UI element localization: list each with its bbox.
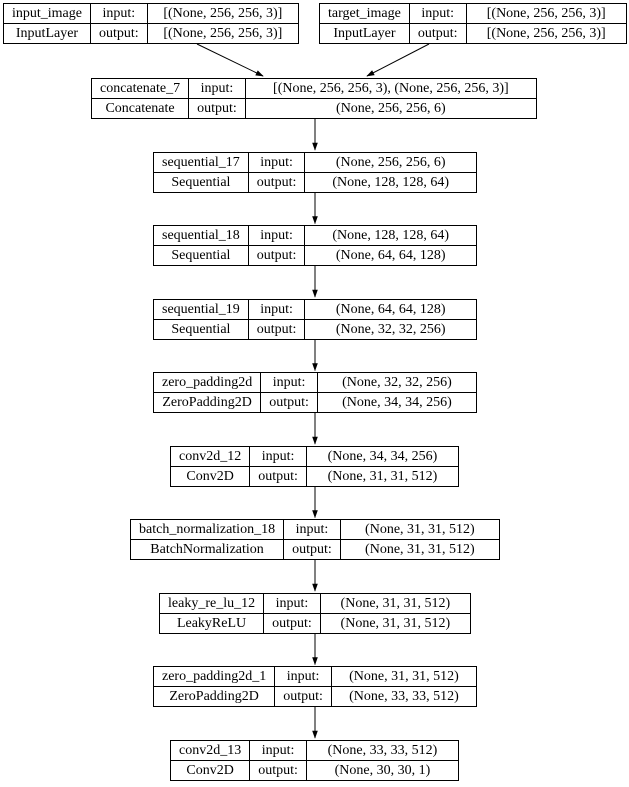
io-shape-input: (None, 31, 31, 512)	[331, 667, 476, 687]
layer-name: batch_normalization_18	[131, 520, 285, 540]
io-label-input: input:	[284, 520, 341, 540]
io-shape-input: (None, 256, 256, 6)	[305, 153, 476, 173]
io-label-output: output:	[249, 246, 306, 265]
io-label-output: output:	[275, 687, 332, 706]
io-shape-input: (None, 31, 31, 512)	[320, 594, 470, 614]
node-zero-padding2d-1: zero_padding2d_1 input: (None, 31, 31, 5…	[153, 666, 477, 707]
layer-name: zero_padding2d	[154, 373, 262, 393]
layer-type: ZeroPadding2D	[154, 687, 276, 706]
node-conv2d-13: conv2d_13 input: (None, 33, 33, 512) Con…	[170, 739, 459, 781]
layer-name: conv2d_12	[171, 446, 251, 467]
io-shape-output: (None, 64, 64, 128)	[335, 248, 446, 263]
io-label-output: output:	[410, 24, 467, 43]
layer-name: target_image	[320, 4, 410, 24]
io-label-input: input:	[189, 79, 246, 99]
layer-name: concatenate_7	[92, 79, 190, 99]
io-shape-output: (None, 34, 34, 256)	[342, 395, 452, 410]
layer-type: ZeroPadding2D	[154, 393, 262, 412]
layer-name: conv2d_13	[171, 740, 251, 761]
io-shape-input: (None, 128, 128, 64)	[305, 226, 476, 246]
io-shape-output: (None, 32, 32, 256)	[335, 321, 446, 337]
io-shape-output: [(None, 256, 256, 3)]	[486, 26, 606, 41]
layer-type: Conv2D	[171, 466, 251, 486]
node-sequential-17: sequential_17 input: (None, 256, 256, 6)…	[153, 151, 477, 193]
edge-input-image-to-concatenate	[196, 43, 264, 77]
node-sequential-18: sequential_18 input: (None, 128, 128, 64…	[153, 225, 477, 266]
io-label-output: output:	[250, 760, 307, 780]
node-target-image: target_image input: [(None, 256, 256, 3)…	[319, 3, 627, 44]
layer-type: InputLayer	[320, 24, 410, 43]
edge-target-image-to-concatenate	[366, 43, 430, 77]
layer-type: InputLayer	[4, 24, 91, 43]
io-label-input: input:	[248, 152, 306, 173]
io-label-output: output:	[249, 319, 306, 339]
layer-type: Sequential	[154, 172, 249, 192]
io-shape-output: (None, 256, 256, 6)	[336, 101, 446, 116]
io-shape-input: (None, 34, 34, 256)	[306, 447, 458, 467]
io-label-output: output:	[249, 172, 306, 192]
node-leaky-re-lu-12: leaky_re_lu_12 input: (None, 31, 31, 512…	[159, 592, 471, 634]
layer-type: Conv2D	[171, 760, 251, 780]
node-batch-normalization-18: batch_normalization_18 input: (None, 31,…	[130, 519, 500, 560]
io-label-input: input:	[409, 4, 467, 24]
node-conv2d-12: conv2d_12 input: (None, 34, 34, 256) Con…	[170, 445, 459, 487]
node-zero-padding2d: zero_padding2d input: (None, 32, 32, 256…	[153, 372, 477, 413]
io-label-output: output:	[284, 540, 341, 559]
io-shape-input: [(None, 256, 256, 3), (None, 256, 256, 3…	[245, 79, 536, 99]
io-label-input: input:	[261, 373, 318, 393]
layer-name: sequential_19	[154, 299, 249, 320]
layer-type: LeakyReLU	[160, 613, 265, 633]
io-shape-output: (None, 33, 33, 512)	[349, 689, 459, 704]
node-concatenate-7: concatenate_7 input: [(None, 256, 256, 3…	[91, 78, 537, 119]
io-label-output: output:	[91, 24, 148, 43]
io-label-input: input:	[248, 299, 306, 320]
io-shape-output: (None, 128, 128, 64)	[332, 174, 450, 190]
io-shape-input: [(None, 256, 256, 3)]	[466, 4, 626, 24]
layer-type: Sequential	[154, 246, 249, 265]
io-label-input: input:	[91, 4, 148, 24]
io-shape-output: [(None, 256, 256, 3)]	[163, 26, 283, 41]
io-label-output: output:	[264, 613, 321, 633]
layer-name: leaky_re_lu_12	[160, 593, 265, 614]
layer-type: Sequential	[154, 319, 249, 339]
layer-name: zero_padding2d_1	[154, 667, 276, 687]
io-label-input: input:	[250, 446, 307, 467]
io-shape-input: [(None, 256, 256, 3)]	[147, 4, 298, 24]
layer-name: sequential_17	[154, 152, 249, 173]
io-shape-output: (None, 31, 31, 512)	[327, 468, 438, 484]
io-shape-input: (None, 32, 32, 256)	[317, 373, 476, 393]
io-shape-output: (None, 30, 30, 1)	[334, 762, 431, 778]
layer-name: sequential_18	[154, 226, 249, 246]
node-sequential-19: sequential_19 input: (None, 64, 64, 128)…	[153, 298, 477, 340]
layer-type: Concatenate	[92, 99, 190, 118]
io-shape-output: (None, 31, 31, 512)	[340, 615, 451, 631]
layer-type: BatchNormalization	[131, 540, 285, 559]
io-label-output: output:	[250, 466, 307, 486]
io-label-input: input:	[264, 593, 321, 614]
layer-name: input_image	[4, 4, 91, 24]
io-label-input: input:	[248, 226, 306, 246]
io-label-input: input:	[275, 667, 332, 687]
node-input-image: input_image input: [(None, 256, 256, 3)]…	[3, 3, 299, 44]
io-shape-input: (None, 31, 31, 512)	[340, 520, 499, 540]
io-shape-input: (None, 64, 64, 128)	[305, 300, 476, 320]
io-label-output: output:	[261, 393, 318, 412]
io-label-input: input:	[250, 740, 307, 761]
io-label-output: output:	[189, 99, 246, 118]
io-shape-input: (None, 33, 33, 512)	[306, 741, 458, 761]
io-shape-output: (None, 31, 31, 512)	[365, 542, 475, 557]
